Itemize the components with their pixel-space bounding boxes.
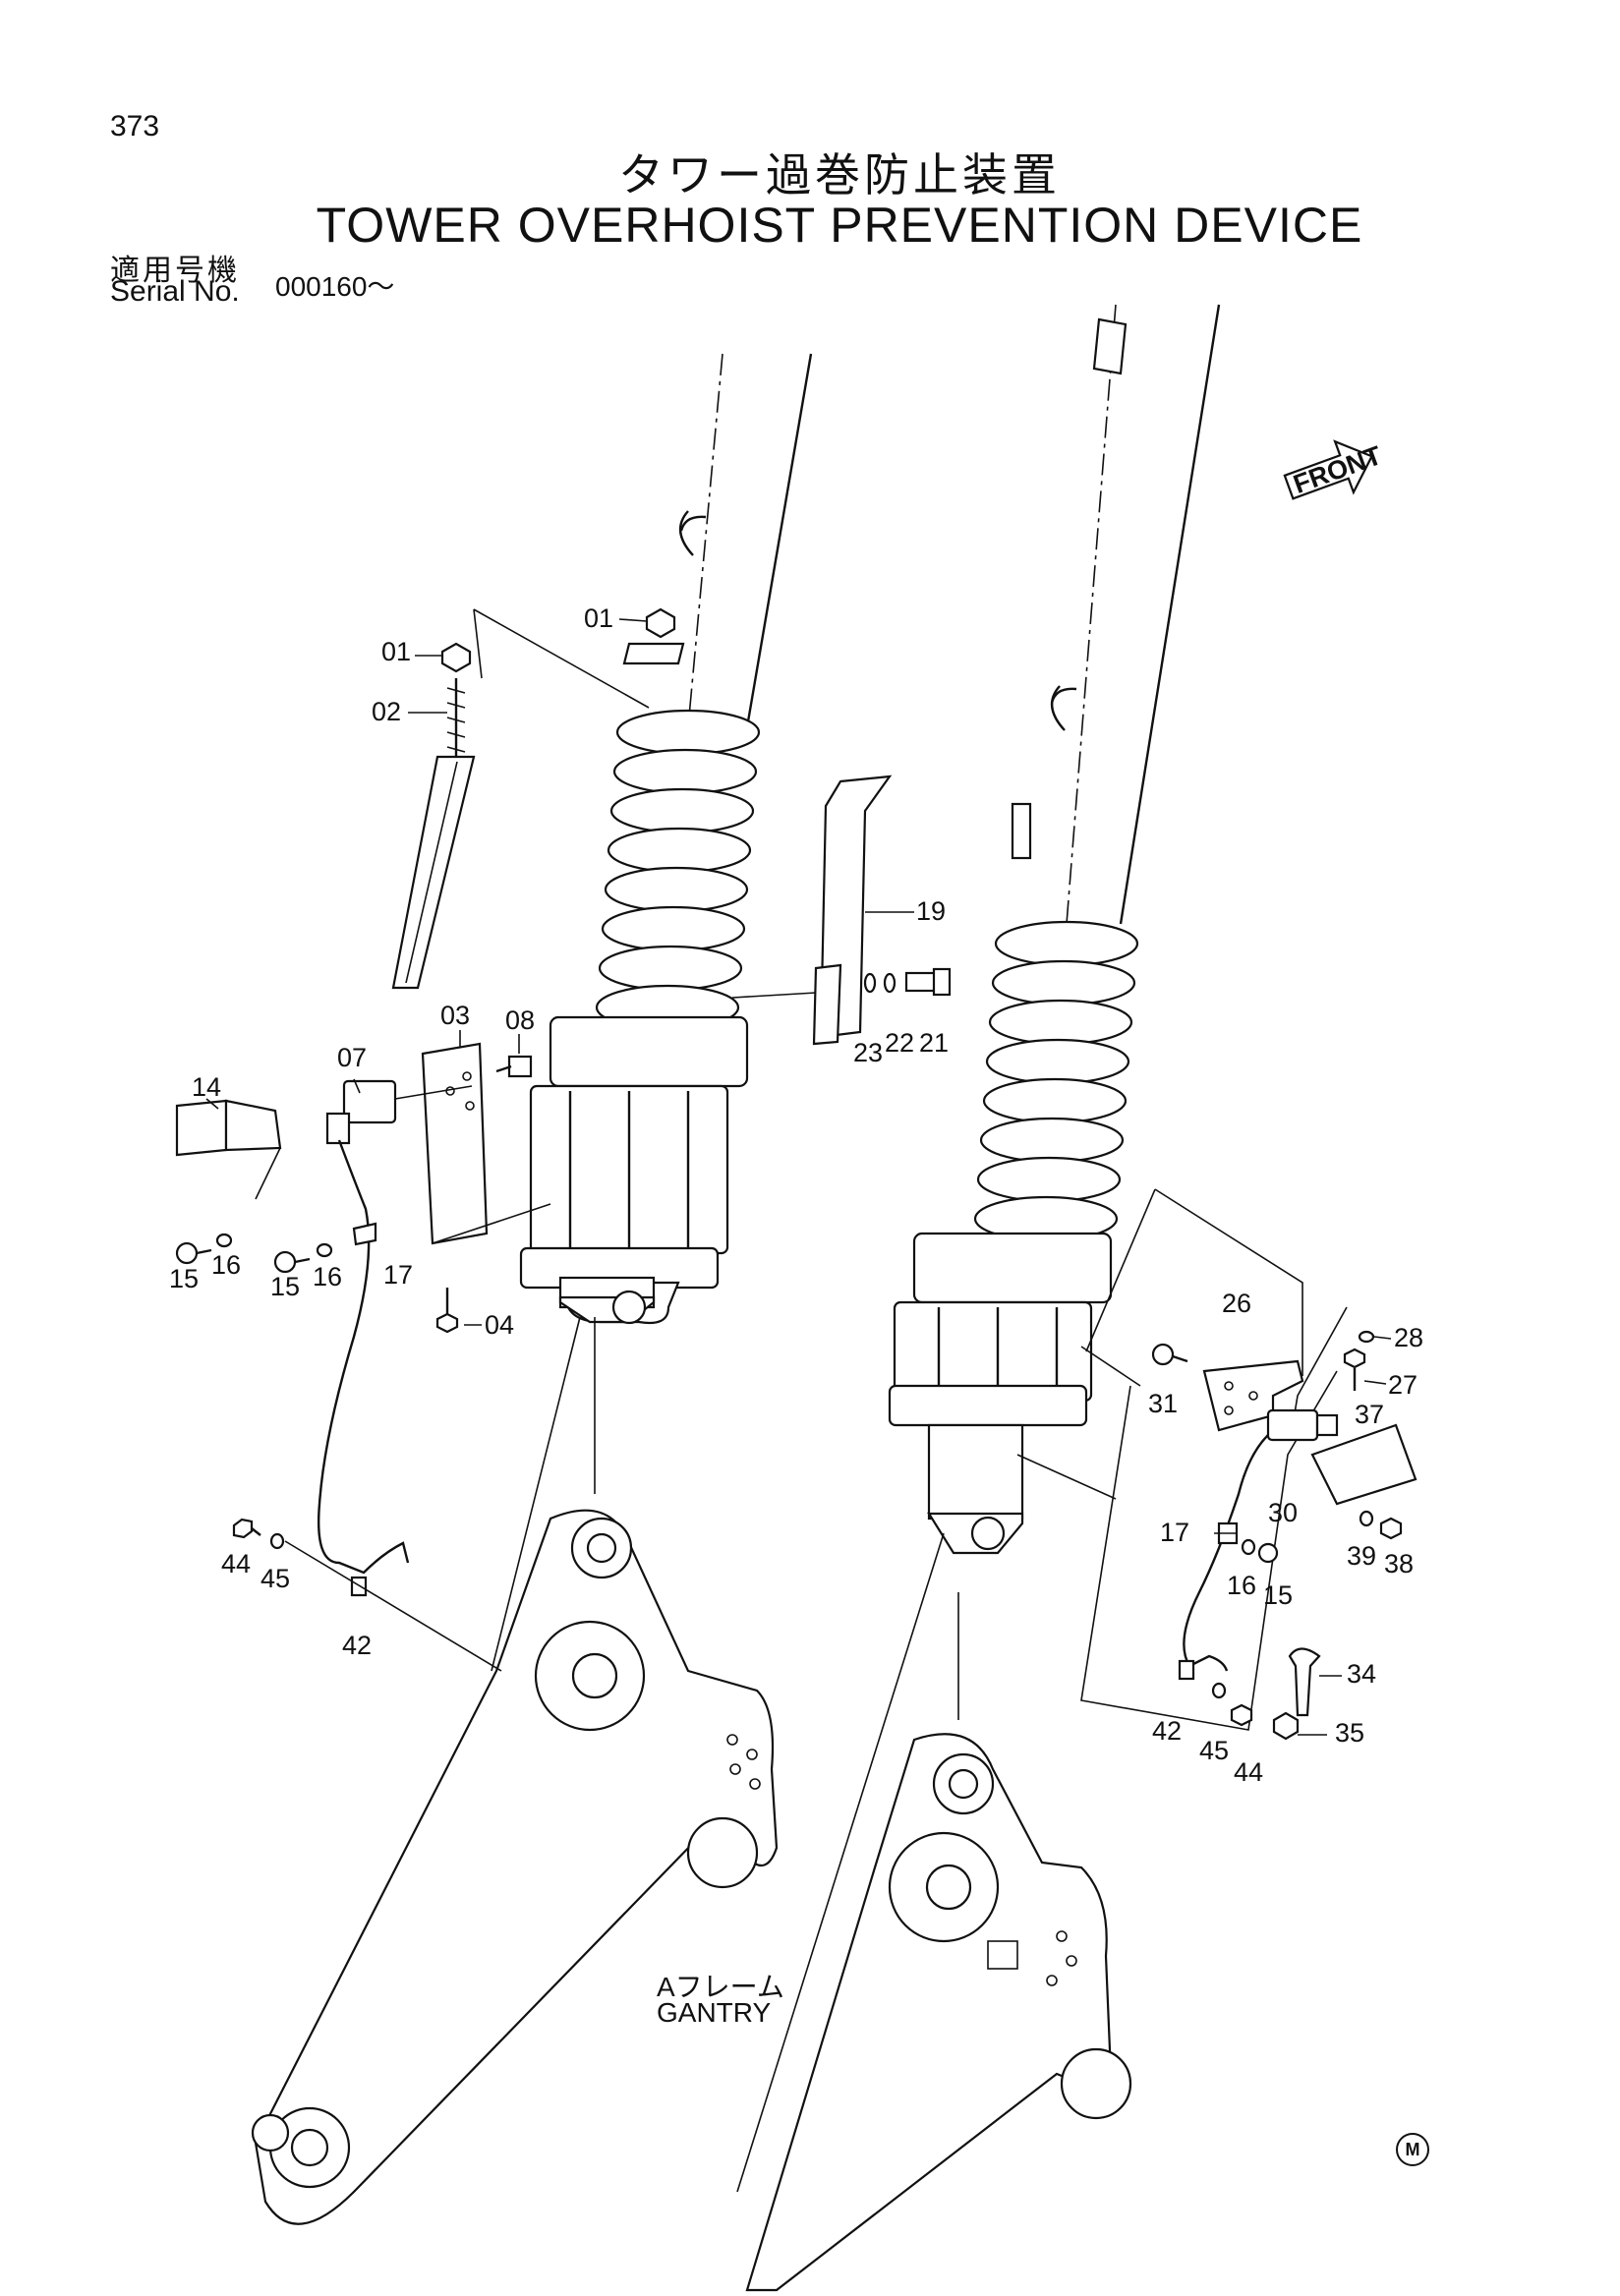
callout-17-left: 17 <box>383 1260 413 1290</box>
callout-27: 27 <box>1388 1370 1418 1400</box>
callout-19: 19 <box>916 896 946 926</box>
left-switch-assembly <box>175 607 685 1672</box>
callout-15-left: 15 <box>169 1264 199 1293</box>
callout-28: 28 <box>1394 1323 1423 1352</box>
serial-label-english: Serial No. <box>110 275 240 308</box>
serial-value: 000160～ <box>275 271 395 302</box>
right-gantry <box>745 1733 1132 2292</box>
right-switch-assembly <box>1016 1188 1418 1741</box>
front-arrow: FRONT <box>1283 439 1386 500</box>
callout-08: 08 <box>505 1005 535 1035</box>
callout-16-mid: 16 <box>313 1262 342 1292</box>
callout-34: 34 <box>1347 1659 1376 1689</box>
callout-16-right: 16 <box>1227 1571 1256 1600</box>
callout-07: 07 <box>337 1043 367 1072</box>
right-tower <box>736 304 1221 2193</box>
callout-03: 03 <box>440 1001 470 1030</box>
callout-21: 21 <box>919 1028 949 1058</box>
limit-rod-assembly <box>731 775 952 1046</box>
callout-45-right: 45 <box>1199 1736 1229 1765</box>
left-tower-cylinder <box>519 1015 749 1325</box>
callout-labels: 01 01 02 03 04 07 08 14 15 16 15 16 17 1… <box>169 603 1423 1787</box>
right-tower-spring <box>973 920 1139 1242</box>
callout-23: 23 <box>853 1038 883 1067</box>
callout-15-right: 15 <box>1263 1580 1293 1610</box>
title-english: TOWER OVERHOIST PREVENTION DEVICE <box>316 198 1363 253</box>
callout-04: 04 <box>485 1310 514 1340</box>
page-number: 373 <box>110 110 160 143</box>
callout-42-right: 42 <box>1152 1716 1182 1746</box>
callout-14: 14 <box>192 1072 221 1102</box>
callout-37: 37 <box>1355 1400 1384 1429</box>
m-mark: M <box>1396 2133 1429 2166</box>
callout-35: 35 <box>1335 1718 1364 1748</box>
callout-01-left: 01 <box>381 637 411 666</box>
callout-31: 31 <box>1148 1389 1178 1418</box>
callout-39: 39 <box>1347 1541 1376 1571</box>
right-tower-cylinder <box>888 1232 1113 1555</box>
callout-26: 26 <box>1222 1289 1251 1318</box>
callout-30: 30 <box>1268 1498 1298 1527</box>
callout-leaders <box>205 618 1392 1736</box>
gantry-label-japanese: Aフレーム <box>657 1972 784 2002</box>
serial-label-japanese: 適用号機 <box>110 254 240 288</box>
callout-02: 02 <box>372 697 401 726</box>
callout-16-left: 16 <box>211 1250 241 1280</box>
callout-01-tower: 01 <box>584 603 613 633</box>
callout-22: 22 <box>885 1028 914 1058</box>
callout-45-left: 45 <box>260 1564 290 1593</box>
callout-38: 38 <box>1384 1549 1414 1578</box>
callout-15-mid: 15 <box>270 1272 300 1301</box>
left-tower-spring <box>595 709 761 1031</box>
callout-17-right: 17 <box>1160 1518 1189 1547</box>
callout-42-left: 42 <box>342 1631 372 1660</box>
left-gantry <box>251 1509 779 2225</box>
left-tower <box>491 353 813 1672</box>
callout-44-right: 44 <box>1234 1757 1263 1787</box>
title-japanese: タワー過巻防止装置 <box>618 148 1061 201</box>
gantry-label-english: GANTRY <box>657 1997 772 2028</box>
callout-44-left: 44 <box>221 1549 251 1578</box>
